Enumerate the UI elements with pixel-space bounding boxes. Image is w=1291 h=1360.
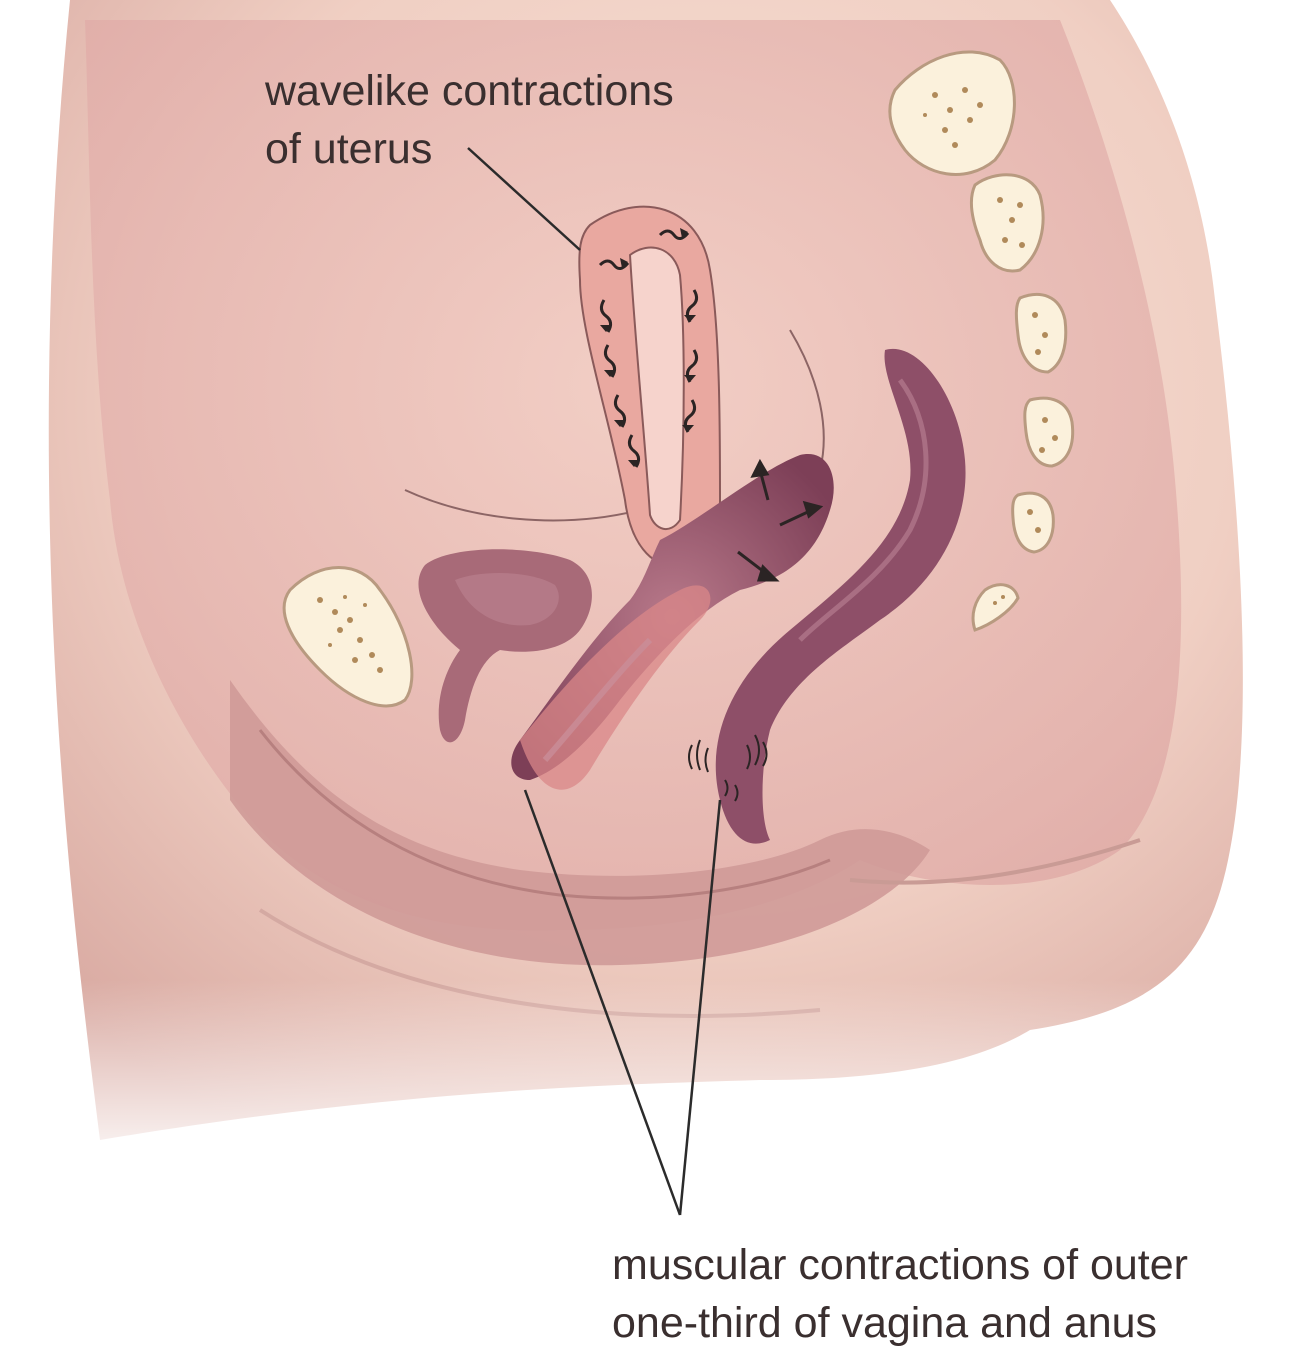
muscular-label-line-1: muscular contractions of outer (612, 1236, 1188, 1294)
vertebra-5 (1013, 493, 1054, 552)
bottom-fade (0, 980, 1291, 1180)
uterus-label-line-2: of uterus (265, 120, 674, 178)
muscular-contractions-label: muscular contractions of outer one-third… (612, 1236, 1188, 1352)
uterus-label-line-1: wavelike contractions (265, 62, 674, 120)
uterus-contractions-label: wavelike contractions of uterus (265, 62, 674, 178)
muscular-label-line-2: one-third of vagina and anus (612, 1294, 1188, 1352)
